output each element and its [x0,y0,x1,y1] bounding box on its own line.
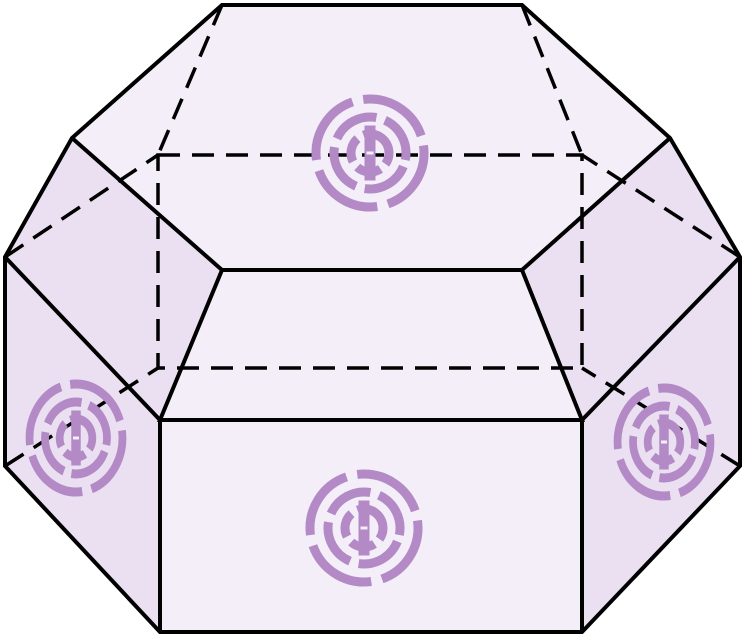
face-left [5,257,160,632]
face-front [160,420,582,632]
visible-edges [3,3,742,634]
hidden-edges [4,4,741,468]
face-inner-front [160,270,582,420]
face-left-upper [5,138,222,420]
face-right-upper [522,138,740,420]
